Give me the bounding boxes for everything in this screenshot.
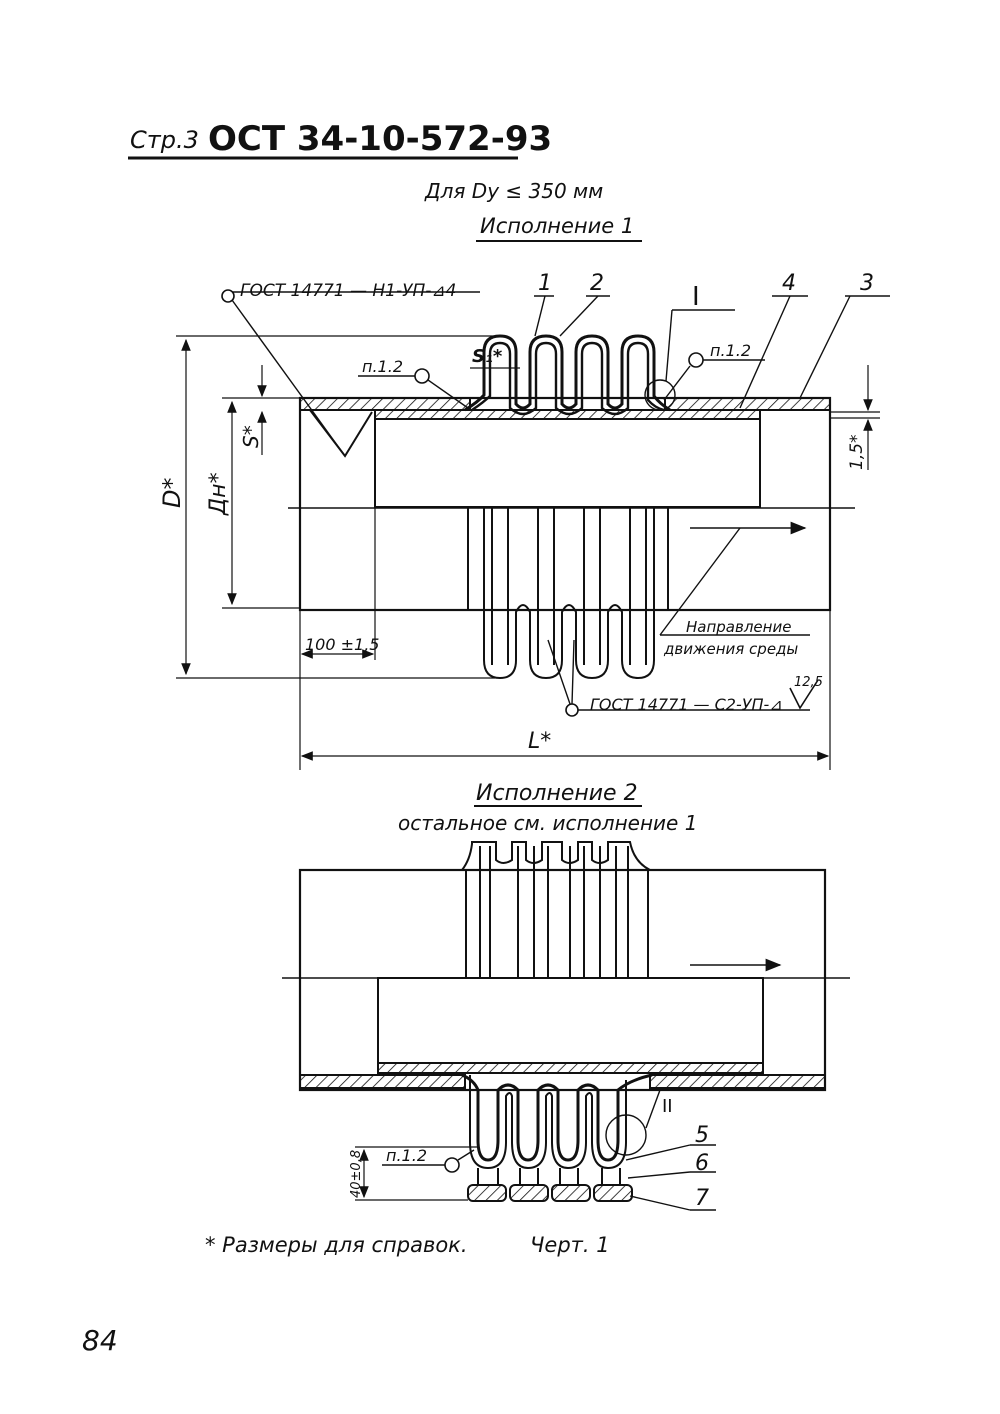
callout-3: 3 — [860, 271, 874, 296]
dim-s1: S₁* — [472, 346, 503, 367]
dim-D: D* — [158, 478, 186, 508]
view2-ref: п.1.2 — [386, 1146, 427, 1165]
ref-left: п.1.2 — [362, 357, 403, 376]
dim-Dn: Дн* — [206, 472, 231, 516]
dim-1-5: 1,5* — [847, 434, 867, 470]
dim-L: L* — [528, 729, 551, 754]
callout-2: 2 — [590, 271, 604, 296]
dim-100: 100 ±1,5 — [305, 635, 379, 654]
view1-drawing — [176, 289, 890, 770]
view1-title: Исполнение 1 — [480, 214, 634, 238]
figure-label: Черт. 1 — [530, 1233, 610, 1257]
callout-1: 1 — [538, 271, 552, 296]
flow-label-line2: движения среды — [663, 640, 798, 658]
view2-title: Исполнение 2 — [476, 781, 638, 806]
page-number: 84 — [82, 1324, 118, 1357]
dim-s: S* — [239, 425, 263, 448]
detail-label-II: II — [662, 1096, 673, 1117]
view2-drawing — [282, 841, 850, 1211]
footnote: * Размеры для справок. — [205, 1233, 468, 1257]
callout-4: 4 — [782, 271, 796, 296]
standard-number: ОСТ 34-10-572-93 — [208, 119, 552, 159]
view1-condition: Для Dy ≤ 350 мм — [424, 179, 603, 203]
detail-label-I: I — [692, 282, 700, 312]
callout-5: 5 — [695, 1123, 709, 1148]
page-label: Стр.3 — [130, 126, 199, 154]
ref-right: п.1.2 — [710, 341, 751, 360]
flow-label-line1: Направление — [686, 618, 791, 636]
weld-spec-bottom: ГОСТ 14771 — С2-УП-⊿ — [590, 695, 783, 714]
roughness-value: 12,5 — [794, 675, 823, 690]
weld-spec-top: ГОСТ 14771 — Н1-УП-⊿4 — [240, 281, 456, 301]
callout-6: 6 — [695, 1151, 709, 1176]
view2-subtitle: остальное см. исполнение 1 — [398, 811, 697, 835]
callout-7: 7 — [695, 1186, 709, 1211]
dim-40: 40±0,8 — [349, 1150, 364, 1198]
